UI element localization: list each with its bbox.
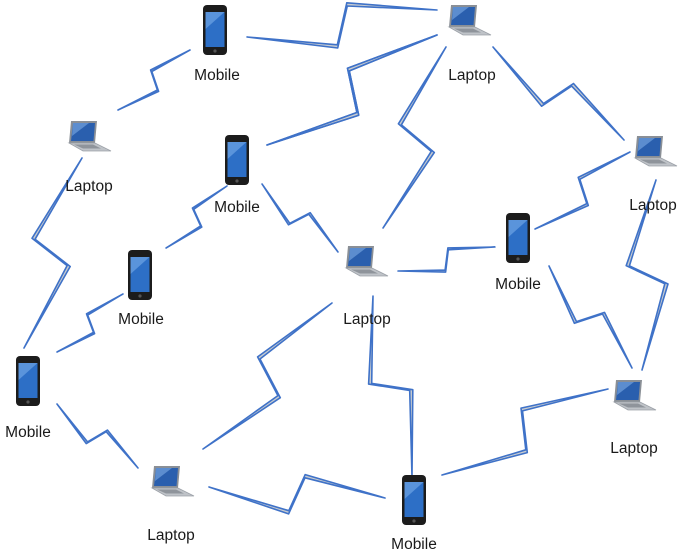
- node-laptop: Laptop: [629, 136, 678, 214]
- wireless-link-n7-n12-icon: [548, 265, 633, 369]
- node-label: Mobile: [5, 424, 51, 441]
- wireless-link-n8-n11-icon: [625, 179, 669, 371]
- wireless-link-n5-n9-icon: [165, 185, 228, 249]
- wireless-link-n3-n8-icon: [534, 151, 631, 230]
- wireless-link-n2-n4-icon: [266, 34, 438, 146]
- laptop-icon: [150, 466, 195, 497]
- mobile-phone-icon: [16, 356, 40, 406]
- laptop-icon: [633, 136, 678, 167]
- node-mobile: Mobile: [194, 5, 240, 84]
- mobile-phone-icon: [128, 250, 152, 300]
- node-label: Mobile: [391, 536, 437, 550]
- wireless-link-n1-n2-icon: [246, 1, 438, 49]
- mobile-phone-icon: [203, 5, 227, 55]
- wireless-link-n7-n8-icon: [397, 246, 496, 273]
- node-label: Mobile: [214, 199, 260, 216]
- node-laptop: Laptop: [65, 121, 113, 195]
- node-label: Mobile: [194, 67, 240, 84]
- wireless-link-n3-n11-icon: [492, 46, 625, 141]
- wireless-link-n10-n12-icon: [441, 388, 609, 476]
- wireless-link-n2-n7-icon: [382, 46, 447, 229]
- node-label: Laptop: [629, 197, 676, 214]
- wireless-link-n4-n7-icon: [202, 302, 333, 450]
- node-label: Laptop: [65, 178, 112, 195]
- node-label: Mobile: [495, 276, 541, 293]
- node-mobile: Mobile: [118, 250, 164, 328]
- node-label: Laptop: [448, 67, 495, 84]
- node-laptop: Laptop: [343, 246, 391, 328]
- laptop-icon: [344, 246, 389, 277]
- node-mobile: Mobile: [495, 213, 541, 293]
- node-label: Laptop: [147, 527, 194, 544]
- node-laptop: Laptop: [447, 5, 496, 84]
- node-label: Mobile: [118, 311, 164, 328]
- laptop-icon: [447, 5, 492, 36]
- node-laptop: Laptop: [147, 466, 195, 544]
- wireless-link-n9-n10-icon: [56, 403, 139, 469]
- wireless-link-n2-n3-icon: [117, 49, 191, 111]
- wireless-link-n6-n4-icon: [56, 293, 124, 353]
- laptop-icon: [612, 380, 657, 411]
- mobile-phone-icon: [402, 475, 426, 525]
- wireless-link-n6-n9-icon: [261, 183, 339, 253]
- mobile-phone-icon: [506, 213, 530, 263]
- mobile-phone-icon: [225, 135, 249, 185]
- links-layer: [23, 1, 669, 515]
- node-laptop: Laptop: [610, 380, 658, 457]
- node-mobile: Mobile: [214, 135, 260, 216]
- node-label: Laptop: [610, 440, 657, 457]
- laptop-icon: [67, 121, 112, 152]
- node-label: Laptop: [343, 311, 390, 328]
- node-mobile: Mobile: [5, 356, 51, 441]
- node-mobile: Mobile: [391, 475, 437, 550]
- wireless-link-n12-n11-icon: [208, 473, 386, 515]
- wireless-link-n5-n1-icon: [23, 157, 83, 349]
